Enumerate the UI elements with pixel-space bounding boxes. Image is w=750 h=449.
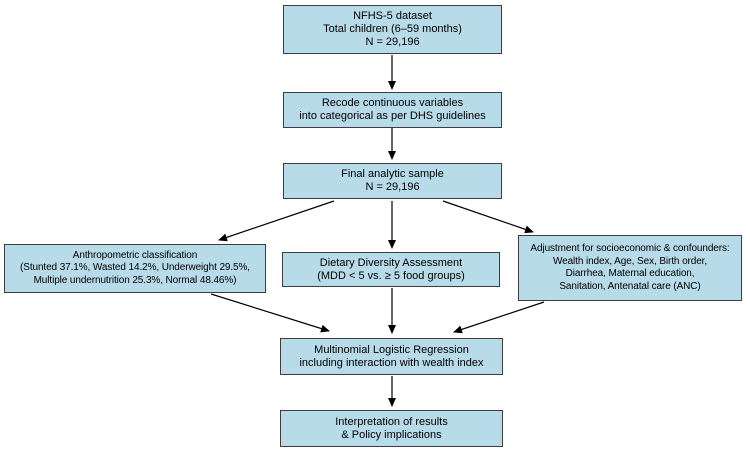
node-line: Final analytic sample [341, 168, 444, 180]
node-line: Total children (6–59 months) [323, 23, 462, 35]
node-line: Dietary Diversity Assessment [319, 256, 463, 269]
node-final-analytic-sample: Final analytic sample N = 29,196 [283, 163, 502, 199]
node-anthropometric-classification: Anthropometric classification (Stunted 3… [4, 244, 266, 293]
node-line: NFHS-5 dataset [353, 10, 432, 22]
node-dietary-diversity-assessment: Dietary Diversity Assessment (MDD < 5 vs… [282, 252, 500, 287]
node-line: Interpretation of results [335, 415, 448, 428]
node-line: & Policy implications [341, 428, 442, 441]
arrow-adjust-to-regression [453, 301, 545, 334]
arrow-final-to-adjust [442, 200, 534, 234]
node-adjustment-confounders: Adjustment for socioeconomic & confounde… [518, 235, 742, 301]
arrow-final-to-anthro [218, 200, 335, 242]
node-nfhs5-dataset: NFHS-5 dataset Total children (6–59 mont… [283, 5, 502, 54]
node-interpretation-policy: Interpretation of results & Policy impli… [280, 410, 503, 447]
node-line: (MDD < 5 vs. ≥ 5 food groups) [317, 269, 465, 282]
node-line: Adjustment for socioeconomic & confounde… [530, 243, 730, 254]
node-multinomial-logistic-regression: Multinomial Logistic Regression includin… [280, 338, 503, 375]
node-line: N = 29,196 [365, 36, 420, 48]
node-line: Anthropometric classification [72, 249, 198, 261]
node-line: Sanitation, Antenatal care (ANC) [559, 280, 701, 292]
node-line: (Stunted 37.1%, Wasted 14.2%, Underweigh… [20, 262, 250, 274]
arrow-anthro-to-regression [210, 293, 330, 333]
node-line: Multinomial Logistic Regression [314, 343, 469, 356]
node-line: Wealth index, Age, Sex, Birth order, [552, 255, 708, 267]
node-line: Diarrhea, Maternal education, [565, 268, 695, 279]
node-line: Multiple undernutrition 25.3%, Normal 48… [33, 274, 237, 286]
node-line: including interaction with wealth index [299, 356, 484, 369]
node-line: into categorical as per DHS guidelines [299, 110, 486, 122]
node-line: Recode continuous variables [321, 97, 464, 109]
node-recode-variables: Recode continuous variables into categor… [283, 92, 502, 128]
node-line: N = 29,196 [365, 181, 420, 193]
